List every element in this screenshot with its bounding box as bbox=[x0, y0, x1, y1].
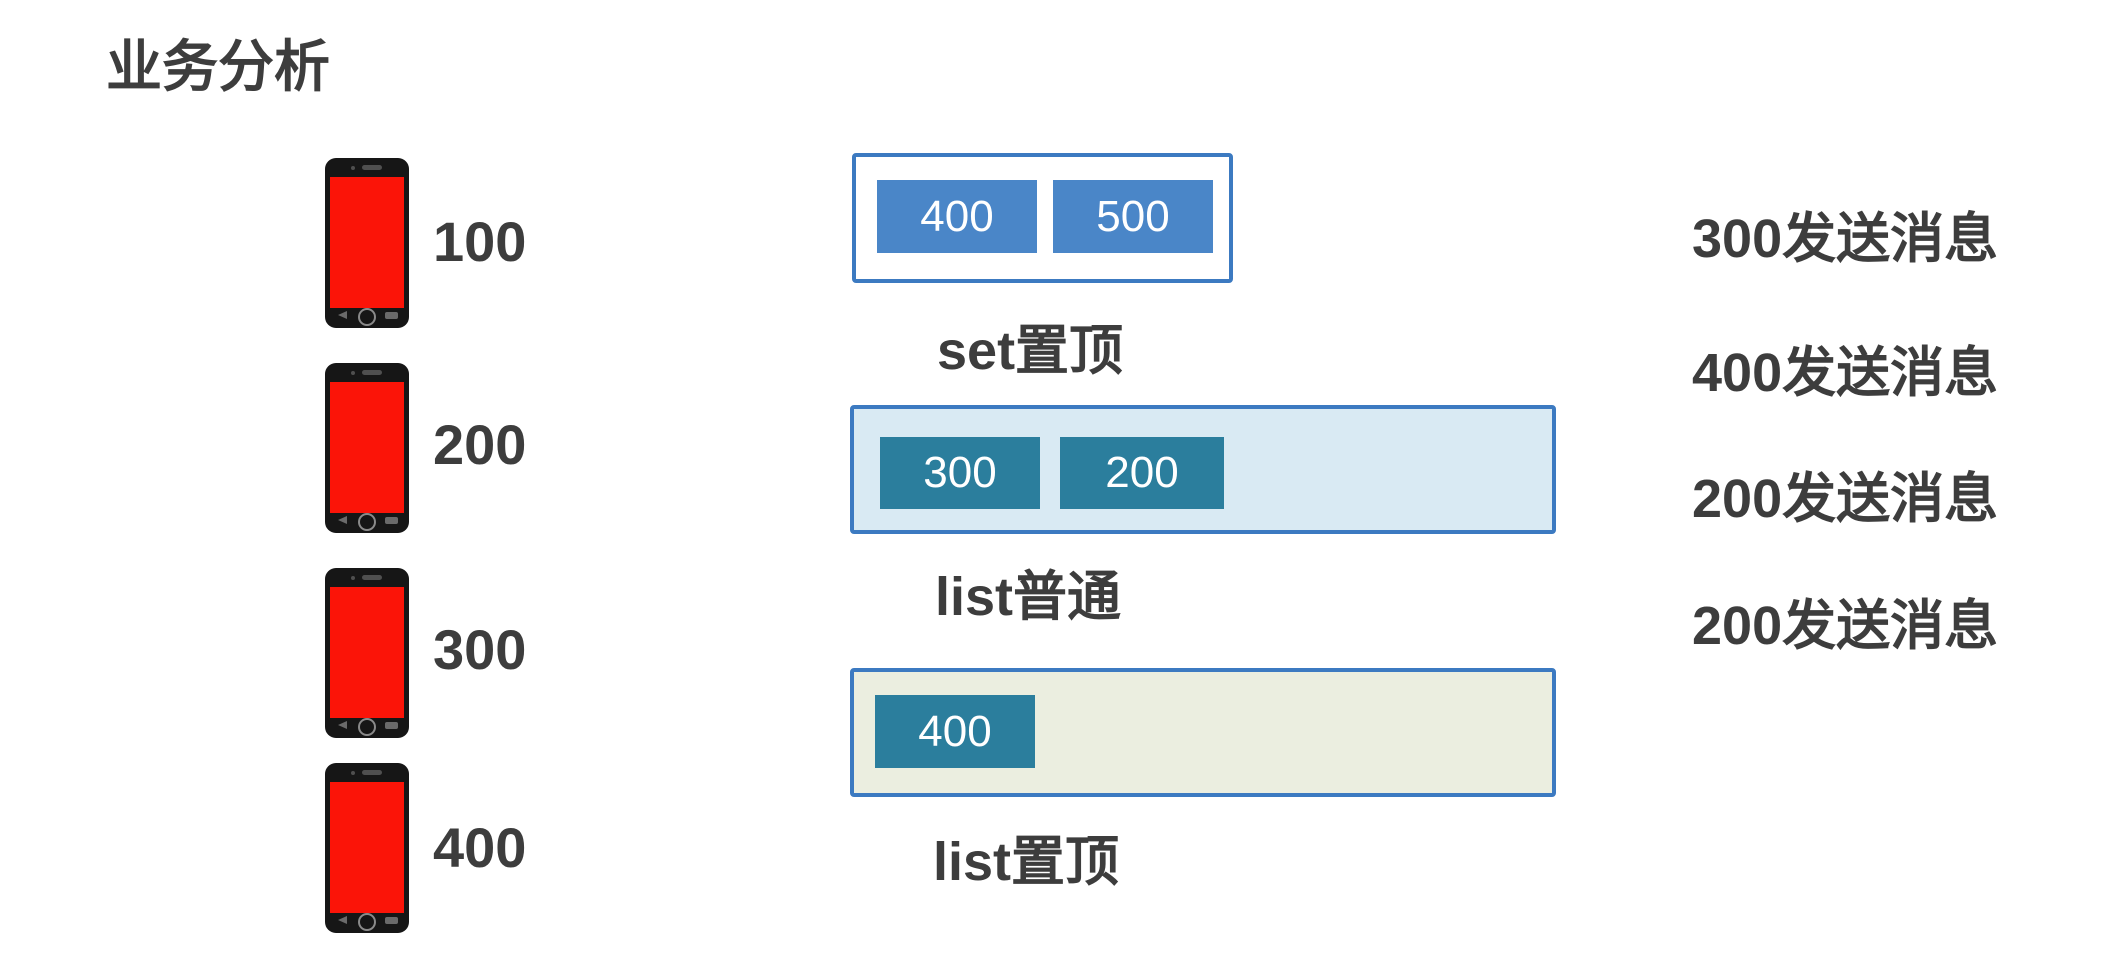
phone-screen bbox=[330, 782, 404, 913]
phone-screen bbox=[330, 382, 404, 513]
message-line: 300发送消息 bbox=[1692, 209, 1999, 269]
phone-menu-icon bbox=[385, 517, 398, 524]
list-normal-caption: list普通 bbox=[935, 567, 1122, 627]
phone-back-icon bbox=[338, 311, 347, 319]
phone-icon-3 bbox=[325, 568, 409, 738]
phone-icon-4 bbox=[325, 763, 409, 933]
set-top-container: 400 500 bbox=[852, 153, 1233, 283]
phone-camera-dot bbox=[351, 166, 355, 170]
phone-home-button-icon bbox=[358, 513, 376, 531]
chip-500: 500 bbox=[1053, 180, 1213, 253]
message-line: 200发送消息 bbox=[1692, 469, 1999, 529]
chip-400: 400 bbox=[877, 180, 1037, 253]
phone-screen bbox=[330, 177, 404, 308]
phone-speaker-grille bbox=[362, 575, 382, 580]
phone-camera-dot bbox=[351, 576, 355, 580]
phone-back-icon bbox=[338, 516, 347, 524]
list-normal-container: 300 200 bbox=[850, 405, 1556, 534]
chip-200: 200 bbox=[1060, 437, 1224, 509]
phone-icon-2 bbox=[325, 363, 409, 533]
phone-home-button-icon bbox=[358, 718, 376, 736]
phone-speaker-grille bbox=[362, 165, 382, 170]
phone-camera-dot bbox=[351, 371, 355, 375]
message-line: 200发送消息 bbox=[1692, 596, 1999, 656]
list-top-container: 400 bbox=[850, 668, 1556, 797]
phone-menu-icon bbox=[385, 312, 398, 319]
phone-menu-icon bbox=[385, 917, 398, 924]
chip-300: 300 bbox=[880, 437, 1040, 509]
chip-400: 400 bbox=[875, 695, 1035, 768]
phone-home-button-icon bbox=[358, 913, 376, 931]
phone-label: 400 bbox=[433, 816, 527, 879]
phone-back-icon bbox=[338, 916, 347, 924]
set-top-caption: set置顶 bbox=[937, 321, 1124, 381]
phone-speaker-grille bbox=[362, 370, 382, 375]
message-line: 400发送消息 bbox=[1692, 343, 1999, 403]
phone-label: 300 bbox=[433, 618, 527, 681]
phone-home-button-icon bbox=[358, 308, 376, 326]
phone-speaker-grille bbox=[362, 770, 382, 775]
phone-screen bbox=[330, 587, 404, 718]
phone-menu-icon bbox=[385, 722, 398, 729]
phone-camera-dot bbox=[351, 771, 355, 775]
phone-label: 200 bbox=[433, 413, 527, 476]
page-title: 业务分析 bbox=[106, 35, 330, 98]
phone-label: 100 bbox=[433, 210, 527, 273]
phone-back-icon bbox=[338, 721, 347, 729]
list-top-caption: list置顶 bbox=[933, 832, 1120, 892]
phone-icon-1 bbox=[325, 158, 409, 328]
